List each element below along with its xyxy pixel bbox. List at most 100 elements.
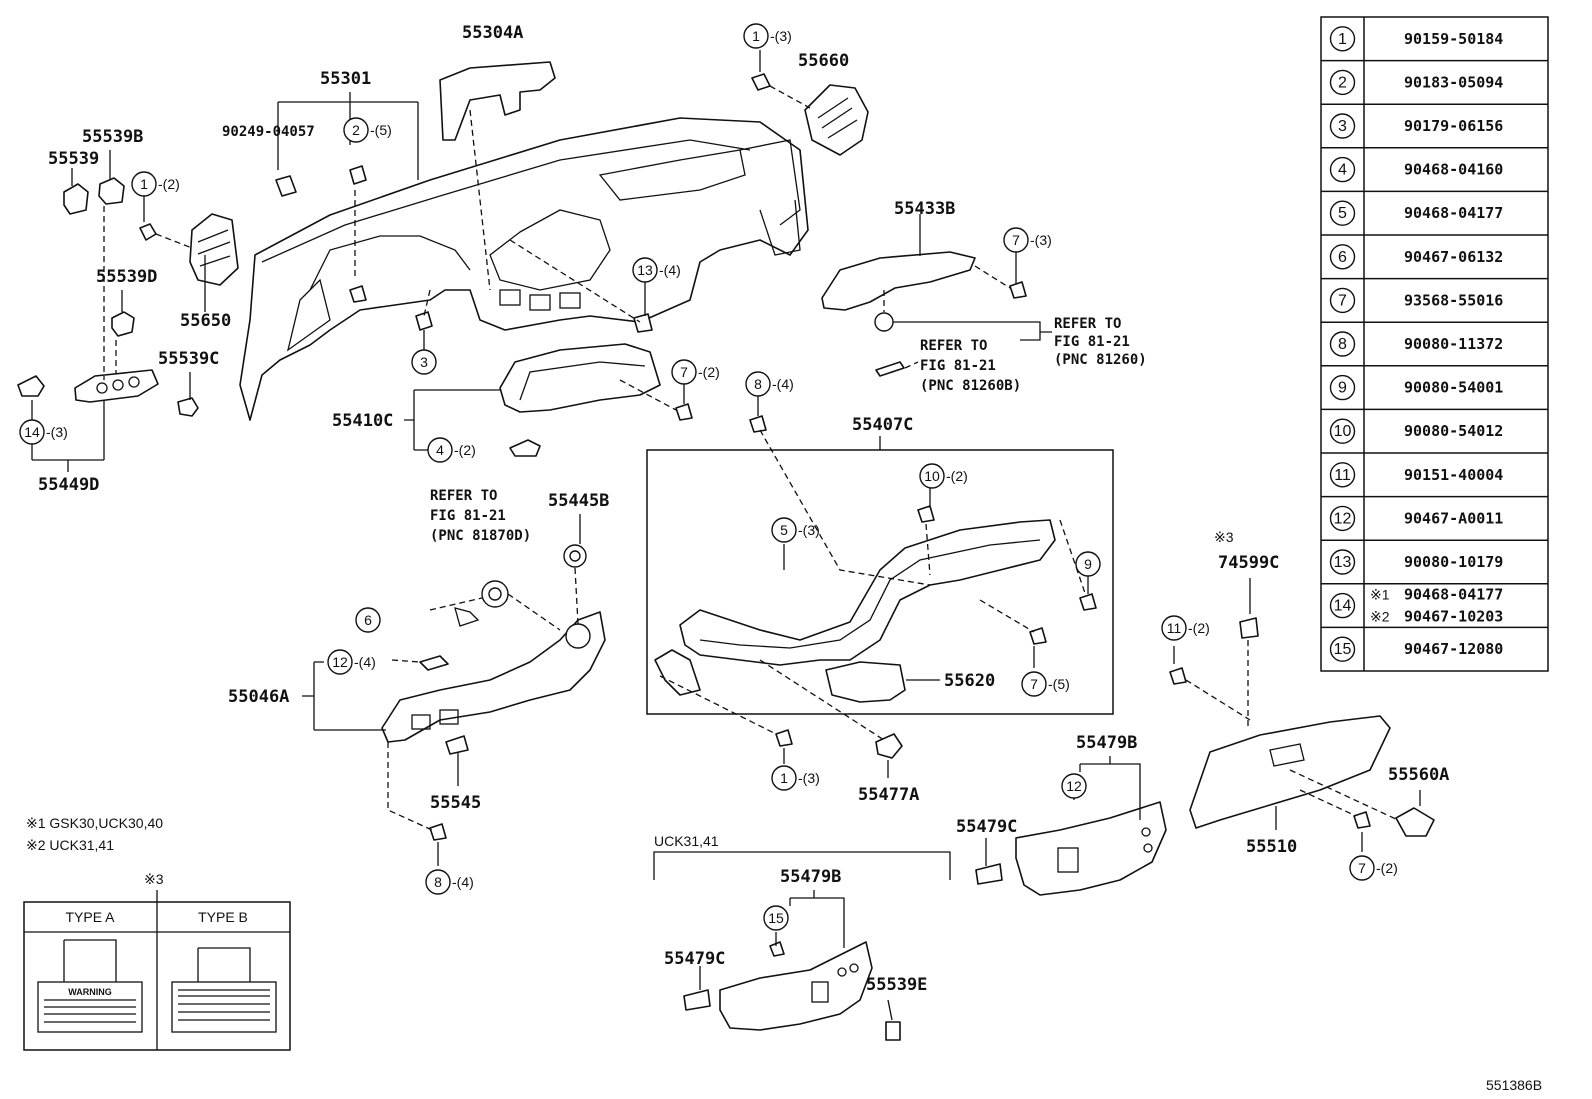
table-part-number: 90468-04177 [1404, 586, 1503, 604]
part-drawings [17, 61, 1435, 1041]
svg-text:13: 13 [637, 262, 653, 278]
table-ref-circle [1329, 287, 1356, 314]
table-variant-mark: ※1 [1370, 587, 1390, 603]
callout-6: 6 [355, 607, 381, 633]
table-part-number: 90468-04160 [1404, 161, 1503, 179]
table-ref-number: 10 [1334, 423, 1352, 440]
callout-7-upper: 7-(3) [1003, 227, 1052, 253]
star3-mark-box: ※3 [144, 871, 164, 887]
side-cover-55479B-lower-drawing [719, 941, 873, 1031]
table-ref-number: 8 [1338, 336, 1347, 353]
label-55539C: 55539C [158, 349, 219, 369]
table-ref-circle [1329, 636, 1356, 662]
diagram-id: 551386B [1486, 1077, 1542, 1093]
cap-55539C-drawing [177, 397, 199, 417]
label-55407C: 55407C [852, 415, 913, 435]
svg-text:-(2): -(2) [158, 176, 180, 192]
svg-text:-(3): -(3) [798, 770, 820, 786]
part-labels: 55304A 55301 90249-04057 55660 55539B 55… [38, 23, 1449, 995]
svg-text:8: 8 [434, 874, 442, 890]
svg-text:4: 4 [436, 442, 444, 458]
label-55304A: 55304A [462, 23, 523, 43]
callout-1-left: 1 -(2) [131, 171, 180, 197]
table-part-number: 90159-50184 [1404, 30, 1503, 48]
clip-55477A-drawing [875, 733, 903, 759]
vent-55660-drawing [804, 84, 869, 156]
svg-text:-(4): -(4) [659, 262, 681, 278]
callout-13: 13 -(4) [632, 257, 681, 283]
svg-text:2: 2 [352, 122, 360, 138]
glove-box-55510-drawing [1189, 715, 1391, 829]
callout-8-lower: 8-(4) [425, 869, 474, 895]
svg-text:1: 1 [752, 28, 760, 44]
label-55620: 55620 [944, 671, 995, 691]
table-ref-circle [1329, 462, 1356, 488]
refer-81870D-line2: FIG 81-21 [430, 508, 506, 524]
callout-7-box: 7-(5) [1021, 671, 1070, 697]
callout-15: 15 [763, 905, 789, 931]
refer-81260B-line1: REFER TO [920, 338, 987, 354]
table-part-number: 90468-04177 [1404, 204, 1503, 222]
callout-14: 14-(3) [19, 419, 68, 445]
table-part-number: 90467-A0011 [1404, 509, 1503, 527]
callout-7-hood: 7-(2) [671, 359, 720, 385]
table-ref-circle [1329, 200, 1356, 226]
callout-1-top: 1-(3) [743, 23, 792, 49]
table-part-number: 93568-55016 [1404, 291, 1503, 309]
callout-1-bottom: 1-(3) [771, 765, 820, 791]
cluster-hood-55410C-drawing [499, 343, 661, 413]
callout-7-lower: 7-(2) [1349, 855, 1398, 881]
label-55510: 55510 [1246, 837, 1297, 857]
refer-81870D-line1: REFER TO [430, 488, 497, 504]
star3-mark-74599C: ※3 [1214, 529, 1234, 545]
switch-panel-55449D-drawing [74, 369, 159, 403]
cap-55539D-drawing [111, 311, 135, 337]
svg-text:1: 1 [140, 176, 148, 192]
table-ref-number: 9 [1338, 380, 1347, 397]
bracket-55304A-drawing [439, 61, 556, 141]
svg-text:9: 9 [1084, 556, 1092, 572]
table-part-number: 90080-54012 [1404, 422, 1503, 440]
table-part-number: 90080-10179 [1404, 553, 1503, 571]
parts-table-row: 12 90467-A0011 [1329, 505, 1503, 532]
svg-text:-(4): -(4) [772, 376, 794, 392]
svg-text:-(2): -(2) [454, 442, 476, 458]
table-ref-number: 5 [1338, 205, 1347, 222]
svg-text:-(2): -(2) [946, 468, 968, 484]
label-55539B: 55539B [82, 127, 143, 147]
svg-text:7: 7 [1030, 676, 1038, 692]
label-55410C: 55410C [332, 411, 393, 431]
svg-text:7: 7 [1358, 860, 1366, 876]
table-ref-number: 14 [1334, 598, 1352, 615]
label-55433B: 55433B [894, 199, 955, 219]
table-ref-number: 12 [1334, 510, 1352, 527]
callout-11: 11-(2) [1161, 615, 1210, 641]
svg-text:-(4): -(4) [354, 654, 376, 670]
type-b-heading: TYPE B [198, 909, 248, 925]
refer-81260-line2: FIG 81-21 [1054, 334, 1130, 350]
refer-notes: REFER TO FIG 81-21 (PNC 81260) REFER TO … [430, 316, 1147, 544]
svg-text:5: 5 [780, 522, 788, 538]
label-55479C-lower: 55479C [664, 949, 725, 969]
table-part-number: 90467-12080 [1404, 640, 1503, 658]
instrument-panel-drawing [239, 117, 809, 421]
label-55539: 55539 [48, 149, 99, 169]
table-ref-circle [1329, 331, 1356, 357]
svg-text:3: 3 [420, 354, 428, 370]
svg-text:7: 7 [1012, 232, 1020, 248]
leader-lines [31, 50, 1421, 1021]
svg-text:12: 12 [332, 654, 348, 670]
cap-55539-drawing [63, 183, 89, 215]
model-note-1: ※1 GSK30,UCK30,40 [26, 815, 163, 831]
svg-text:8: 8 [754, 376, 762, 392]
table-ref-circle [1329, 69, 1356, 96]
table-ref-number: 3 [1338, 118, 1347, 135]
refer-81260B-line2: FIG 81-21 [920, 358, 996, 374]
refer-81870D-line3: (PNC 81870D) [430, 528, 531, 544]
table-part-number: 90467-10203 [1404, 608, 1503, 626]
cap-55539B-drawing [98, 177, 125, 205]
